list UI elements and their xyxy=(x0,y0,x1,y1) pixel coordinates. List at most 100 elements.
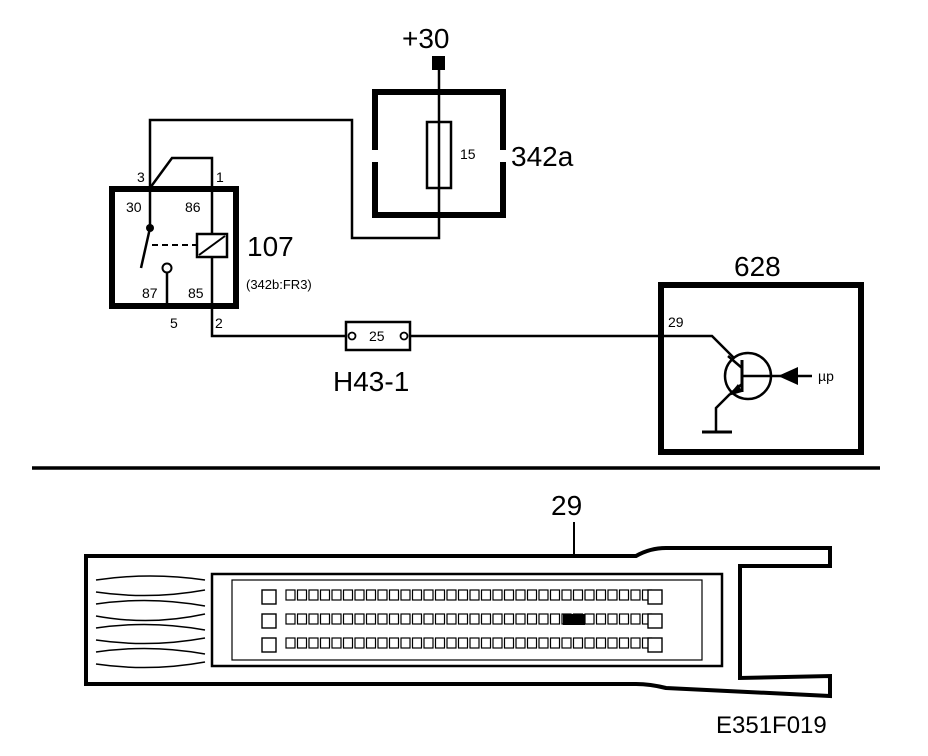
connector-pin xyxy=(526,637,538,649)
connector-pin xyxy=(296,613,308,625)
connector-pin xyxy=(469,637,480,649)
connector-pin xyxy=(342,637,354,649)
connector-pin xyxy=(584,589,595,601)
connector-pin xyxy=(446,637,457,649)
transistor-collector xyxy=(727,355,743,369)
connector-housing-inner xyxy=(231,579,703,661)
ecu-pin: 29 xyxy=(668,314,684,330)
connector-pin xyxy=(377,589,388,601)
connector-h43-body xyxy=(344,320,412,352)
connector-pin xyxy=(549,613,561,625)
connector-pin xyxy=(388,637,400,649)
connector-pin xyxy=(457,637,469,649)
relay-pin-86: 86 xyxy=(185,199,201,215)
connector-pin xyxy=(423,613,434,625)
connector-pin-callout: 29 xyxy=(551,490,582,521)
connector-pin xyxy=(526,613,538,625)
relay-label: 107 xyxy=(247,231,294,262)
connector-pin xyxy=(503,613,515,625)
connector-pin xyxy=(377,637,388,649)
connector-pin xyxy=(492,637,503,649)
connector-pin xyxy=(607,613,618,625)
connector-pin xyxy=(572,637,584,649)
fuse-to-relay-wire xyxy=(148,118,441,240)
connector-large-pin xyxy=(647,637,663,653)
connector-pin xyxy=(411,613,423,625)
relay-pin-3: 3 xyxy=(137,169,145,185)
connector-pin xyxy=(411,589,423,601)
connector-pin xyxy=(400,613,411,625)
connector-pin xyxy=(331,613,342,625)
connector-pin xyxy=(457,613,469,625)
connector-pin xyxy=(331,589,342,601)
connector-pin xyxy=(584,613,595,625)
connector-pin xyxy=(342,589,354,601)
connector-h43-right-pin xyxy=(399,331,409,341)
ecu-label: 628 xyxy=(734,251,781,282)
connector-pin xyxy=(434,637,446,649)
connector-pin xyxy=(319,589,331,601)
connector-pin xyxy=(561,637,572,649)
connector-pin xyxy=(618,637,630,649)
connector-pin-29 xyxy=(563,614,585,625)
connector-large-pin xyxy=(261,637,277,653)
connector-pin xyxy=(365,589,377,601)
connector-pin xyxy=(630,637,641,649)
connector-pin xyxy=(538,589,549,601)
relay-pin-85: 85 xyxy=(188,285,204,301)
connector-pin xyxy=(308,589,319,601)
connector-pin xyxy=(595,613,607,625)
ecu-collector-wire xyxy=(700,334,739,363)
connector-pin xyxy=(503,589,515,601)
connector-pin xyxy=(572,589,584,601)
ecu-input-arrow xyxy=(778,367,798,385)
connector-pin xyxy=(377,613,388,625)
connector-pin xyxy=(331,637,342,649)
connector-pin xyxy=(308,637,319,649)
relay-pin-30: 30 xyxy=(126,199,142,215)
connector-pin xyxy=(469,613,480,625)
ecu-mu-label: µp xyxy=(818,368,834,384)
connector-pin xyxy=(400,589,411,601)
relay-pin1-wire xyxy=(148,156,214,189)
connector-pin xyxy=(549,637,561,649)
connector-pin xyxy=(538,613,549,625)
connector-pin xyxy=(457,589,469,601)
relay-coil-slash xyxy=(198,235,226,256)
connector-pin xyxy=(319,613,331,625)
connector-pin xyxy=(538,637,549,649)
connector-pin xyxy=(503,637,515,649)
connector-pin xyxy=(354,637,365,649)
connector-pin xyxy=(365,613,377,625)
connector-pin xyxy=(492,613,503,625)
relay-to-connector-wire xyxy=(210,306,346,338)
connector-pin xyxy=(618,613,630,625)
connector-pin xyxy=(526,589,538,601)
supply-label: +30 xyxy=(402,23,450,54)
connector-pin xyxy=(296,637,308,649)
connector-pin xyxy=(584,637,595,649)
relay-sub-label: (342b:FR3) xyxy=(246,277,312,292)
connector-pin xyxy=(319,637,331,649)
connector-pin xyxy=(446,613,457,625)
connector-pin xyxy=(480,613,492,625)
connector-pin xyxy=(515,589,526,601)
connector-pin xyxy=(480,637,492,649)
connector-pin xyxy=(607,589,618,601)
connector-pin xyxy=(492,589,503,601)
connector-pin xyxy=(285,613,296,625)
connector-pin xyxy=(469,589,480,601)
connector-pin xyxy=(515,637,526,649)
connector-large-pin xyxy=(261,589,277,605)
connector-pin xyxy=(630,589,641,601)
relay-pin-87: 87 xyxy=(142,285,158,301)
connector-pin xyxy=(618,589,630,601)
connector-pin xyxy=(400,637,411,649)
connector-pin xyxy=(434,613,446,625)
relay-pin-2: 2 xyxy=(215,315,223,331)
relay-contact-87 xyxy=(161,262,173,274)
connector-pin xyxy=(630,613,641,625)
connector-pin xyxy=(423,637,434,649)
connector-large-pin xyxy=(647,589,663,605)
